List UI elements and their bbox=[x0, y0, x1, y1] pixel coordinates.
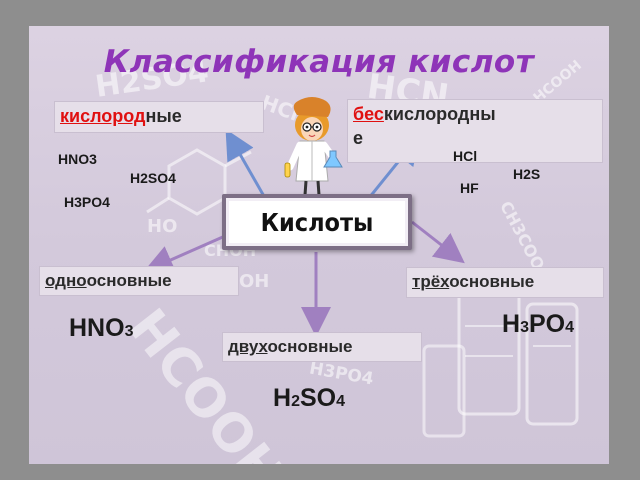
tribasic-example: H3PO4 bbox=[502, 310, 574, 339]
example-hcl: HCl bbox=[453, 148, 478, 164]
arrow-to-tri bbox=[411, 220, 465, 264]
arrow-to-mono bbox=[143, 234, 226, 274]
oxygen-acids-rest: ные bbox=[145, 106, 182, 126]
example-h2s: H2S bbox=[513, 166, 541, 182]
tribasic-box: трёхосновные bbox=[406, 267, 604, 298]
dibasic-example-s2: 4 bbox=[336, 393, 345, 410]
tribasic-example-s1: 3 bbox=[520, 319, 529, 336]
example-h3po4: H3PO4 bbox=[64, 194, 110, 210]
page-title: Классификация кислот bbox=[103, 44, 535, 80]
monobasic-example: HNO3 bbox=[69, 314, 133, 343]
dibasic-underlined: двух bbox=[228, 337, 268, 356]
tribasic-example-p2: PO bbox=[528, 310, 566, 338]
oxygenless-acids-box: бескислородны е bbox=[347, 99, 603, 163]
monobasic-box: одноосновные bbox=[39, 266, 239, 296]
dibasic-example-p2: SO bbox=[299, 384, 337, 412]
oxygenless-acids-rest-1: кислородны bbox=[383, 104, 496, 124]
oxygenless-acids-red: бес bbox=[353, 104, 384, 124]
arrow-to-oxygen bbox=[225, 128, 267, 199]
monobasic-example-sub: 3 bbox=[124, 323, 134, 340]
monobasic-example-base: HNO bbox=[69, 314, 125, 342]
tribasic-underlined: трёх bbox=[412, 272, 450, 291]
acids-center-box: Кислоты bbox=[222, 194, 412, 250]
monobasic-rest: основные bbox=[86, 271, 172, 290]
example-h2so4: H2SO4 bbox=[130, 170, 176, 186]
oxygen-acids-box: кислородные bbox=[54, 101, 264, 133]
tribasic-example-p1: H bbox=[502, 310, 521, 338]
tribasic-example-s2: 4 bbox=[565, 319, 574, 336]
example-hf: HF bbox=[460, 180, 479, 196]
scientist-icon bbox=[284, 97, 343, 200]
content-panel: H2SO4 HCl HCN HCOOH CH3COOH H3PO4 HO CHO… bbox=[29, 26, 609, 464]
dibasic-example: H2SO4 bbox=[273, 384, 345, 413]
monobasic-underlined: одно bbox=[45, 271, 87, 290]
dibasic-rest: основные bbox=[267, 337, 353, 356]
example-hno3: HNO3 bbox=[58, 151, 97, 167]
dibasic-example-p1: H bbox=[273, 384, 292, 412]
dibasic-box: двухосновные bbox=[222, 332, 422, 362]
acids-center-label: Кислоты bbox=[260, 207, 374, 237]
oxygenless-acids-rest-2: е bbox=[353, 128, 364, 148]
oxygen-acids-underlined: кислород bbox=[60, 106, 146, 126]
tribasic-rest: основные bbox=[449, 272, 535, 291]
dibasic-example-s1: 2 bbox=[291, 393, 300, 410]
